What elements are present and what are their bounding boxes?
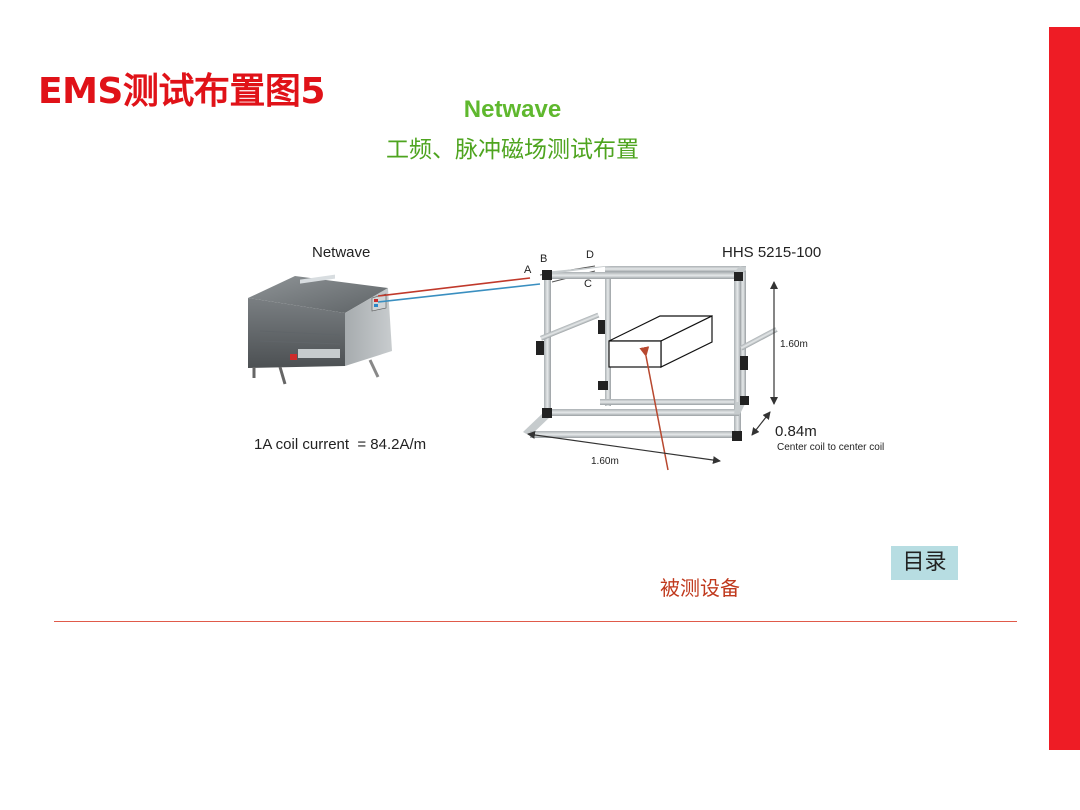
coil-current-note: 1A coil current = 84.2A/m xyxy=(254,436,426,453)
coil-spacing-value: 0.84m xyxy=(775,423,817,440)
test-setup-diagram: Netwave HHS 5215-100 A B C D 1.60m 1.60m… xyxy=(240,236,940,486)
generator-cabinet xyxy=(248,274,392,385)
width-dimension: 1.60m xyxy=(591,456,619,467)
point-d: D xyxy=(586,249,594,261)
point-a: A xyxy=(524,264,532,276)
coil-label: HHS 5215-100 xyxy=(722,244,821,261)
subtitle-chinese: 工频、脉冲磁场测试布置 xyxy=(386,137,639,163)
point-b: B xyxy=(540,253,547,265)
generator-label: Netwave xyxy=(312,244,370,261)
footer-divider xyxy=(54,621,1017,622)
menu-button[interactable]: 目录 xyxy=(891,546,958,580)
eut-label: 被测设备 xyxy=(660,576,740,600)
height-dimension: 1.60m xyxy=(780,339,808,350)
point-c: C xyxy=(584,278,592,290)
coil-spacing-note: Center coil to center coil xyxy=(777,442,884,453)
slide-title: EMS测试布置图5 xyxy=(38,71,325,112)
subtitle-english: Netwave xyxy=(463,96,562,123)
right-accent-bar xyxy=(1049,27,1080,750)
eut-box xyxy=(608,315,713,368)
test-setup-svg: Netwave HHS 5215-100 A B C D 1.60m 1.60m… xyxy=(248,244,884,471)
dimension-arrows xyxy=(527,281,778,464)
